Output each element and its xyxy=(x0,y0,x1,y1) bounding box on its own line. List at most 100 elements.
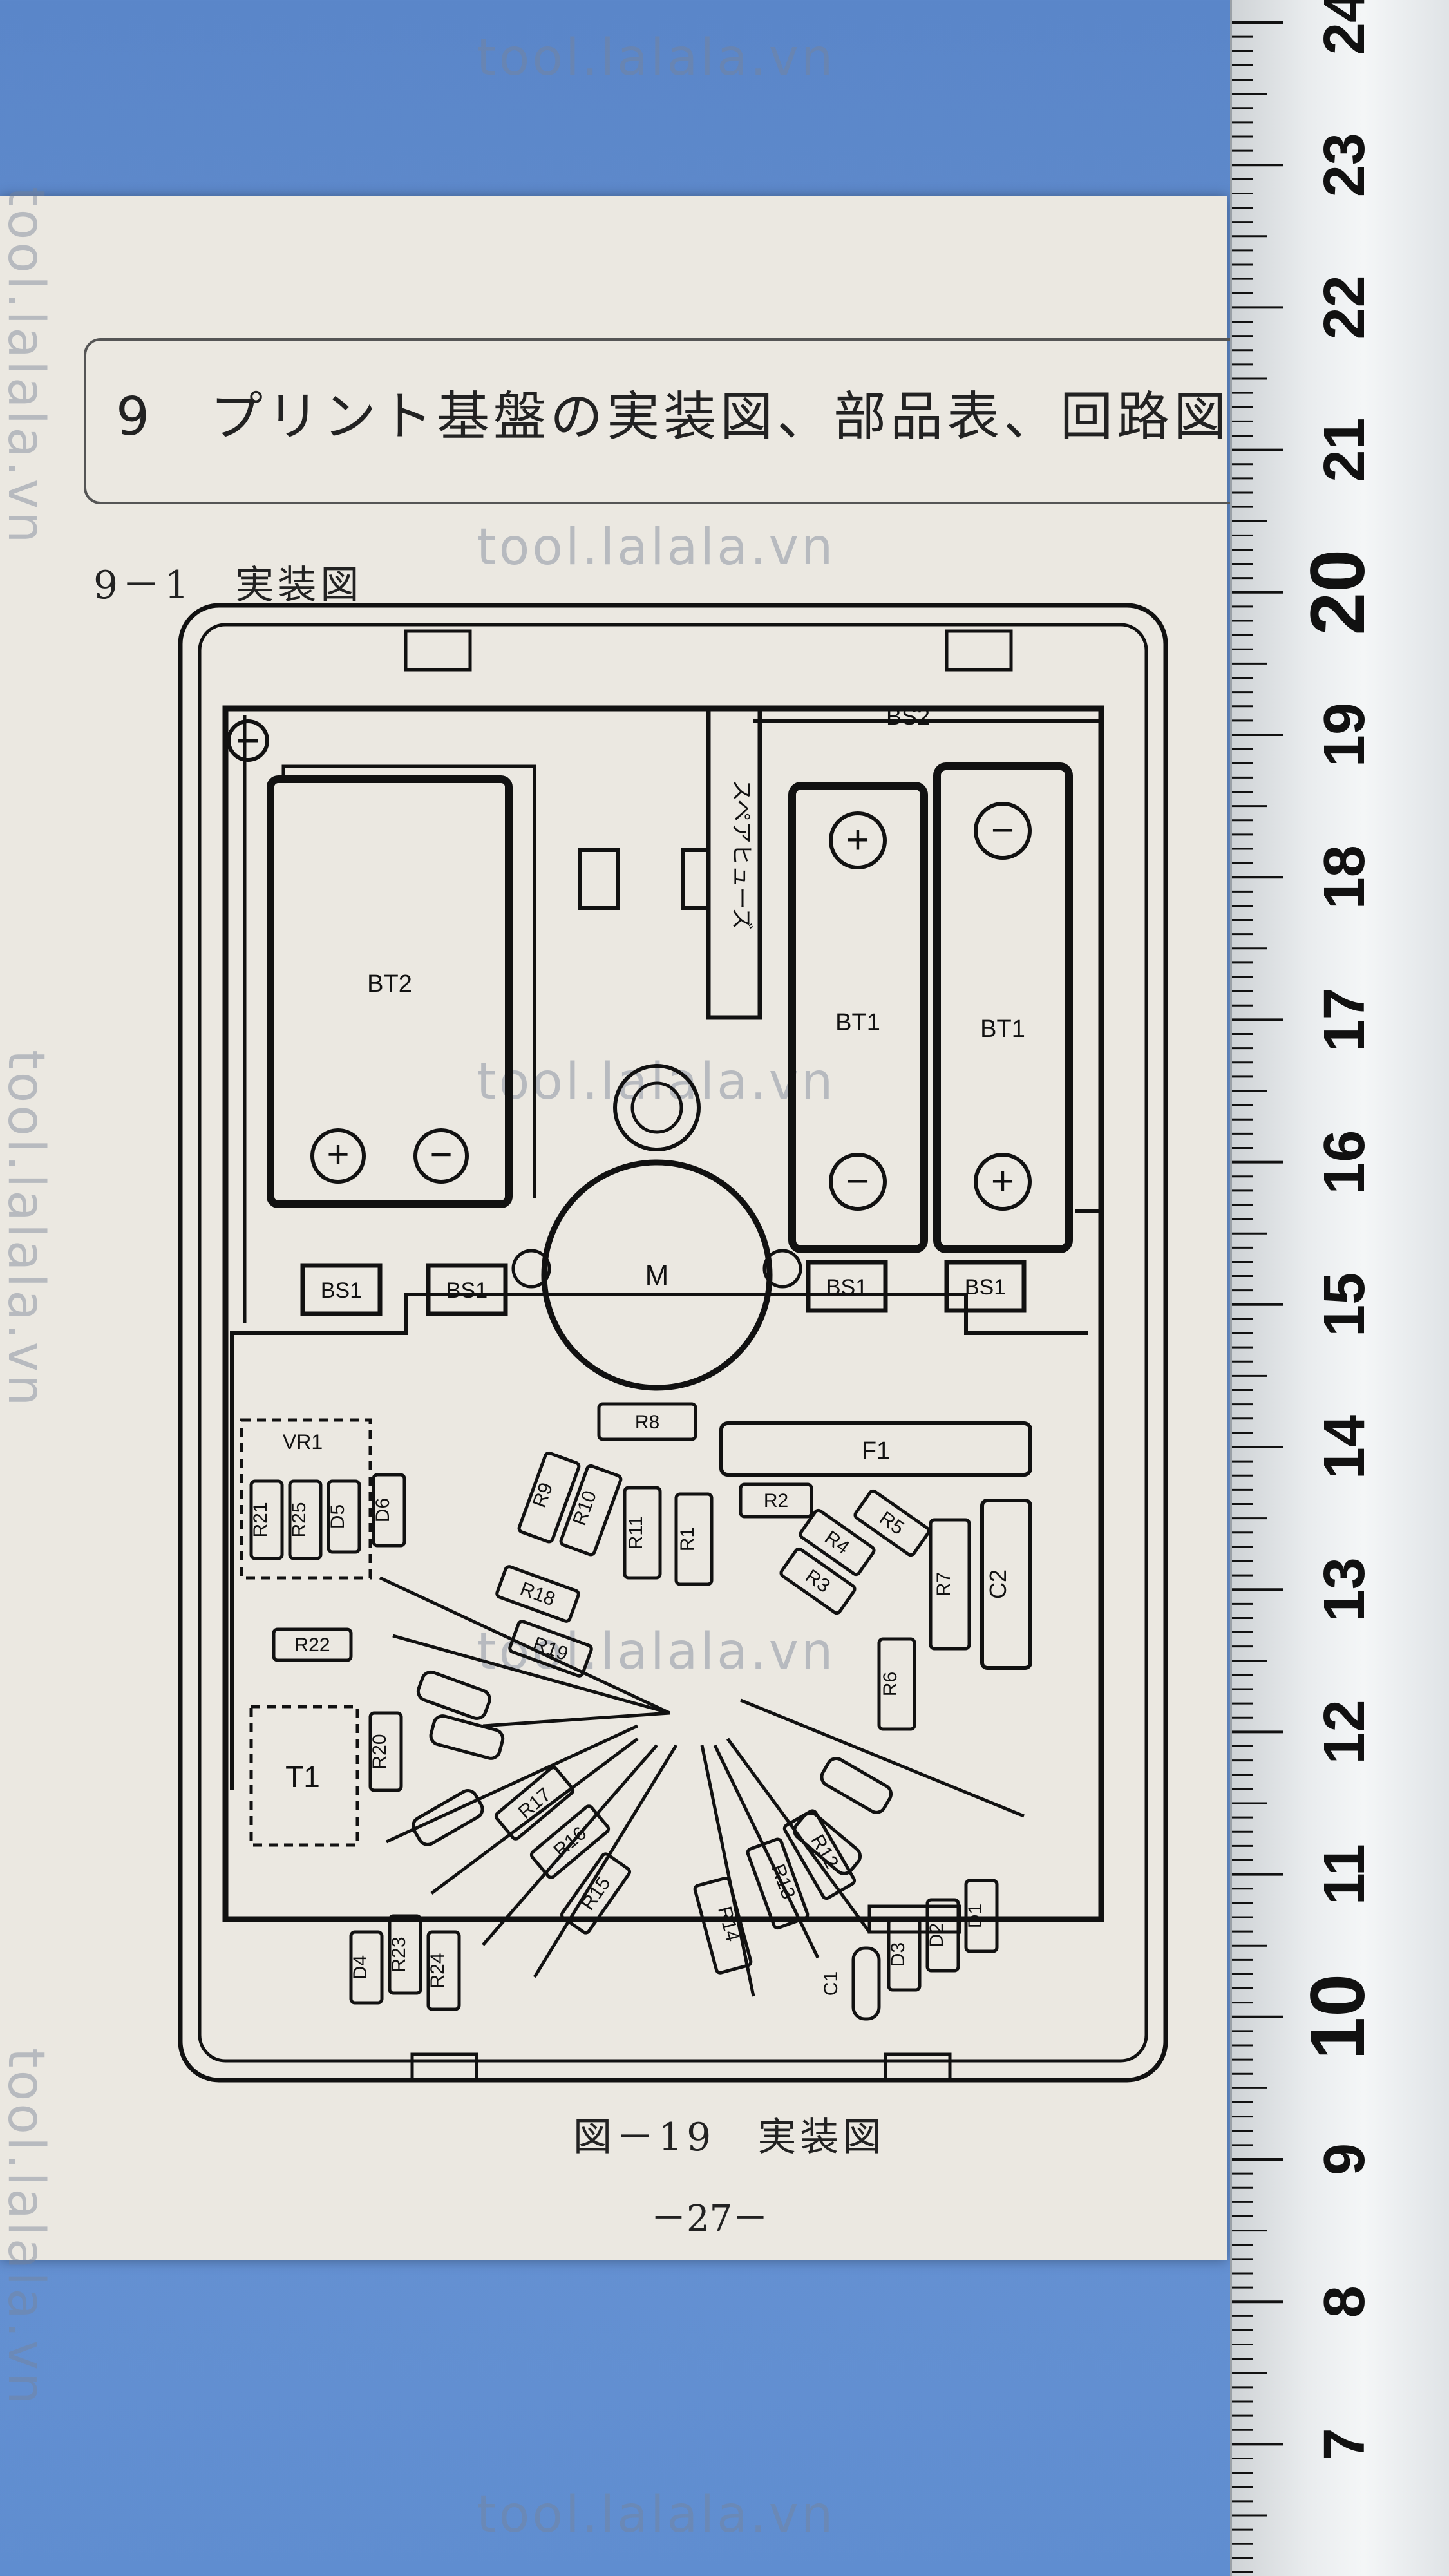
watermark-vertical-left2: tool.lalala.vn xyxy=(0,1050,55,1409)
svg-text:D2: D2 xyxy=(926,1923,947,1947)
diode-d5: D5 xyxy=(327,1479,361,1554)
resistor-r19: R19 xyxy=(508,1620,593,1678)
resistor-r4: R4 xyxy=(799,1508,876,1577)
battery-bt1-label-a: BT1 xyxy=(835,1009,880,1036)
resistor-r22: R22 xyxy=(272,1627,353,1662)
title-frame xyxy=(84,338,1245,504)
minus-sign-bt1b: − xyxy=(991,808,1014,853)
ruler-number: 23 xyxy=(1312,133,1377,197)
capacitor-c1: C1 xyxy=(820,1946,881,2021)
svg-text:R23: R23 xyxy=(388,1937,410,1972)
plus-sign-bt1a: + xyxy=(846,818,869,862)
ruler-number: 10 xyxy=(1294,1974,1381,2060)
switch-bs1-label-1: BS1 xyxy=(321,1278,362,1303)
svg-text:R13: R13 xyxy=(767,1861,799,1902)
ruler-number: 9 xyxy=(1312,2143,1377,2175)
ruler-number: 18 xyxy=(1312,845,1377,909)
battery-bt1-label-b: BT1 xyxy=(980,1016,1025,1043)
svg-text:R24: R24 xyxy=(427,1953,448,1988)
resistor-r23: R23 xyxy=(388,1914,422,1995)
diode-d2: D2 xyxy=(925,1898,960,1973)
ruler-number: 12 xyxy=(1312,1700,1377,1764)
svg-text:C2: C2 xyxy=(985,1569,1011,1599)
svg-text:R8: R8 xyxy=(635,1412,659,1433)
plus-sign-bt1b: + xyxy=(991,1159,1014,1204)
ruler-number: 21 xyxy=(1312,418,1377,482)
ruler-number: 15 xyxy=(1312,1273,1377,1337)
switch-bs1-label-3: BS1 xyxy=(826,1275,867,1300)
fuse-f1-label: F1 xyxy=(862,1437,890,1464)
ruler-number: 7 xyxy=(1312,2428,1377,2460)
svg-text:R22: R22 xyxy=(294,1634,330,1656)
svg-text:R20: R20 xyxy=(369,1734,390,1769)
diode-d1: D1 xyxy=(964,1879,999,1953)
svg-text:D5: D5 xyxy=(327,1504,348,1529)
plus-sign: + xyxy=(327,1133,349,1176)
minus-sign: − xyxy=(430,1133,452,1176)
page-title: 9 プリント基盤の実装図、部品表、回路図 xyxy=(116,386,1231,448)
resistor-r6: R6 xyxy=(877,1637,916,1731)
svg-text:D3: D3 xyxy=(887,1942,909,1967)
watermark-vertical-left3: tool.lalala.vn xyxy=(0,2048,55,2407)
resistor-r10: R10 xyxy=(559,1464,623,1557)
resistor-r24: R24 xyxy=(426,1930,461,2011)
watermark-mid1: tool.lalala.vn xyxy=(477,518,836,576)
svg-text:R11: R11 xyxy=(625,1516,647,1550)
watermark-bottom: tool.lalala.vn xyxy=(477,2486,836,2544)
resistor-r13: R13 xyxy=(746,1837,810,1930)
svg-text:R9: R9 xyxy=(529,1480,557,1510)
resistor-r8: R8 xyxy=(597,1402,697,1441)
battery-bt2-label: BT2 xyxy=(367,971,412,998)
resistor-r25: R25 xyxy=(288,1479,323,1560)
diode-d6: D6 xyxy=(372,1473,406,1548)
watermark-vertical-left1: tool.lalala.vn xyxy=(0,187,55,546)
ruler-number: 14 xyxy=(1312,1415,1377,1479)
minus-sign-bt1a: − xyxy=(846,1159,869,1204)
svg-text:R1: R1 xyxy=(677,1527,698,1551)
bracket-bs2-label: BS2 xyxy=(886,703,930,730)
resistor-r21: R21 xyxy=(249,1479,284,1560)
ruler-number: 13 xyxy=(1312,1557,1377,1622)
resistor-r11: R11 xyxy=(623,1486,662,1580)
section-heading: 9－1 実装図 xyxy=(93,563,363,608)
resistor-r1: R1 xyxy=(674,1492,714,1586)
capacitor-c2: C2 xyxy=(980,1499,1032,1670)
resistor-r9: R9 xyxy=(517,1451,581,1544)
svg-text:R7: R7 xyxy=(933,1572,954,1596)
svg-text:D6: D6 xyxy=(372,1498,393,1522)
resistor-r3: R3 xyxy=(779,1547,857,1615)
ruler-number: 17 xyxy=(1312,987,1377,1052)
ruler-number: 24 xyxy=(1312,0,1377,55)
spare-fuse-label: スペアヒューズ xyxy=(729,779,753,930)
diode-d3: D3 xyxy=(887,1917,922,1992)
pot-vr1-label: VR1 xyxy=(283,1430,323,1454)
resistor-r20: R20 xyxy=(368,1711,403,1792)
svg-text:D4: D4 xyxy=(350,1955,371,1980)
resistor-r5: R5 xyxy=(853,1489,931,1557)
resistor-r16: R16 xyxy=(529,1804,611,1879)
svg-text:R21: R21 xyxy=(250,1502,271,1537)
resistor-r14: R14 xyxy=(693,1876,753,1975)
svg-text:C1: C1 xyxy=(820,1971,842,1996)
page-number: －27－ xyxy=(650,2198,769,2240)
watermark-top: tool.lalala.vn xyxy=(477,29,836,87)
svg-text:R6: R6 xyxy=(880,1672,901,1696)
switch-bs1-label-2: BS1 xyxy=(446,1278,488,1303)
ruler-number: 19 xyxy=(1312,703,1377,767)
ruler-number: 16 xyxy=(1312,1130,1377,1195)
transformer-t1-label: T1 xyxy=(285,1760,320,1794)
diode-d4: D4 xyxy=(349,1930,384,2005)
resistor-r2: R2 xyxy=(739,1482,813,1519)
resistor-r7: R7 xyxy=(929,1518,971,1651)
svg-text:D1: D1 xyxy=(965,1904,986,1928)
resistor-r17: R17 xyxy=(494,1766,575,1841)
ruler-number: 20 xyxy=(1294,549,1381,635)
ruler-number: 8 xyxy=(1312,2286,1377,2318)
ruler-number: 22 xyxy=(1312,275,1377,339)
board-layout-diagram: BT2 + − スペアヒューズ BS2 BT1 BT1 + − − + M BS… xyxy=(178,603,1168,2083)
figure-caption: 図－19 実装図 xyxy=(573,2115,886,2160)
switch-bs1-label-4: BS1 xyxy=(965,1275,1006,1300)
motor-label: M xyxy=(645,1260,669,1291)
